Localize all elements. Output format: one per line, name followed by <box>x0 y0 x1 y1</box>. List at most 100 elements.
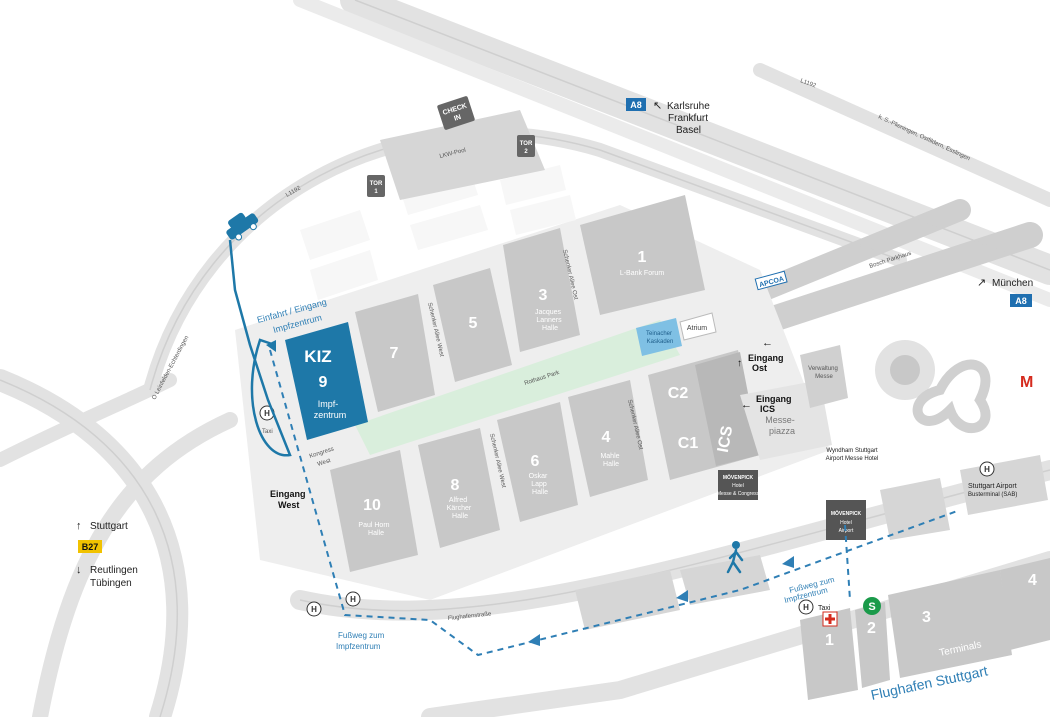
a8-badge-top: A8 <box>626 98 646 111</box>
bosch-ramp-2 <box>757 222 1043 333</box>
reutlingen-label: Reutlingen <box>90 565 138 576</box>
svg-text:H: H <box>984 465 990 474</box>
bus-stop-icon: H <box>979 461 995 477</box>
a8-motorway-lane <box>293 0 1050 307</box>
hall-8-number: 8 <box>451 477 460 494</box>
kaskaden-label-2: Kaskaden <box>647 339 674 345</box>
hall-10-name-2: Halle <box>368 530 384 537</box>
kiz-line-2: zentrum <box>314 410 347 420</box>
bus-stop-icon: H <box>345 591 361 607</box>
hall-3-name-1: Jacques <box>535 309 562 316</box>
driving-route <box>228 239 292 457</box>
car-icon <box>226 212 259 241</box>
messepiazza-label-2: piazza <box>769 426 795 436</box>
hall-6[interactable]: 6 Oskar Lapp Halle <box>497 402 578 522</box>
hall-6-name-1: Oskar <box>529 473 548 480</box>
hall-3-name-3: Halle <box>542 325 558 332</box>
hall-7[interactable]: 7 <box>355 294 435 412</box>
terminal-4: 4 <box>1028 572 1037 589</box>
hall-4[interactable]: 4 Mahle Halle <box>568 380 648 497</box>
svg-text:Airport: Airport <box>839 528 854 534</box>
bus-stop-icon: H <box>306 601 322 617</box>
arrow-icon: ↗ <box>977 277 986 289</box>
eingang-ics-label-1: Eingang <box>756 394 792 404</box>
hall-3-name-2: Lanners <box>536 317 562 324</box>
verwaltung-label-2: Messe <box>815 374 833 380</box>
tuebingen-label: Tübingen <box>90 578 132 589</box>
hall-3[interactable]: 3 Jacques Lanners Halle <box>503 228 580 352</box>
hall-8-name-3: Halle <box>452 513 468 520</box>
teinacher-kaskaden <box>636 318 682 356</box>
hall-10[interactable]: 10 Paul Horn Halle <box>330 450 418 572</box>
bus-terminal-label-2: Busterminal (SAB) <box>968 492 1017 498</box>
b27-badge: B27 <box>78 540 102 553</box>
hall-6-name-3: Halle <box>532 489 548 496</box>
bus-stop-icon: H <box>798 599 814 615</box>
kiz-number: 9 <box>319 374 328 391</box>
hall-5[interactable]: 5 <box>433 268 512 382</box>
rothaus-park <box>355 320 680 455</box>
footpath-west-label-2: Impfzentrum <box>336 642 381 651</box>
pedestrian-icon <box>726 541 744 574</box>
svg-text:B27: B27 <box>82 542 99 552</box>
parking-lot <box>300 165 576 300</box>
kiz-impfzentrum[interactable]: KIZ 9 Impf- zentrum <box>285 322 368 440</box>
check-in-badge: CHECK IN <box>437 96 475 130</box>
bus-terminal-label-1: Stuttgart Airport <box>968 483 1017 490</box>
kongress-west-label-2: West <box>317 458 332 468</box>
messepiazza-label-1: Messe- <box>765 415 795 425</box>
verwaltung-building <box>800 345 848 408</box>
kiz-title: KIZ <box>304 347 331 366</box>
pharmacy-icon <box>822 611 838 627</box>
hall-1-number: 1 <box>638 249 647 266</box>
hall-4-number: 4 <box>602 429 611 446</box>
hall-7-number: 7 <box>390 345 399 362</box>
hall-5-number: 5 <box>469 315 478 332</box>
terminal-1: 1 <box>825 632 834 649</box>
arrow-icon: ← <box>762 337 773 349</box>
footpath-west-label-1: Fußweg zum <box>338 631 385 640</box>
svg-text:H: H <box>350 595 356 604</box>
hall-3-number: 3 <box>539 287 548 304</box>
svg-text:S: S <box>868 601 875 613</box>
terminal-3: 3 <box>922 609 931 626</box>
arrow-icon: ↖ <box>653 100 662 112</box>
hall-8[interactable]: 8 Alfred Kärcher Halle <box>418 428 500 548</box>
wyndham-label-1: Wyndham Stuttgart <box>826 448 878 454</box>
svg-text:2: 2 <box>524 149 528 155</box>
footpath-arrow-icon <box>676 590 688 602</box>
svg-text:H: H <box>264 409 270 418</box>
basel-label: Basel <box>676 125 701 136</box>
taxi-label-west: Taxi <box>262 429 273 435</box>
tor-2-badge: TOR 2 <box>517 135 535 157</box>
b27-curve-b <box>32 412 238 717</box>
stuttgart-label: Stuttgart <box>90 521 128 532</box>
hall-c2: C2 <box>668 385 689 402</box>
footpath-arrow-icon <box>782 556 794 568</box>
interchange-loops <box>912 359 991 433</box>
hall-10-number: 10 <box>363 497 381 514</box>
footpath-east <box>844 524 851 601</box>
ics-complex[interactable]: C2 C1 ICS <box>648 350 760 480</box>
eingang-west-label-1: Eingang <box>270 489 306 499</box>
hall-1[interactable]: 1 L-Bank Forum <box>580 195 705 315</box>
airport-terminals[interactable]: 1 2 3 4 Terminals <box>800 558 1050 700</box>
svg-text:MÖVENPICK: MÖVENPICK <box>723 474 754 481</box>
flughafenstrasse-label: Flughafenstraße <box>448 611 493 622</box>
svg-text:Hotel: Hotel <box>732 483 744 489</box>
arrow-icon: ↓ <box>76 564 82 576</box>
a8-badge-east: A8 <box>1010 294 1032 307</box>
hall-6-number: 6 <box>531 453 540 470</box>
svg-text:H: H <box>311 605 317 614</box>
svg-text:H: H <box>803 603 809 612</box>
frankfurt-label: Frankfurt <box>668 113 708 124</box>
l1192-label-north: L1192 <box>799 78 817 89</box>
taxi-label-airport: Taxi <box>818 605 831 612</box>
karlsruhe-label: Karlsruhe <box>667 101 710 112</box>
arrow-icon: ↑ <box>737 358 742 369</box>
lkw-pool <box>380 110 545 200</box>
sbahn-icon: S <box>863 597 881 615</box>
hall-10-name-1: Paul Horn <box>358 522 389 529</box>
eingang-ics-label-2: ICS <box>760 404 775 414</box>
kiz-line-1: Impf- <box>318 399 339 409</box>
